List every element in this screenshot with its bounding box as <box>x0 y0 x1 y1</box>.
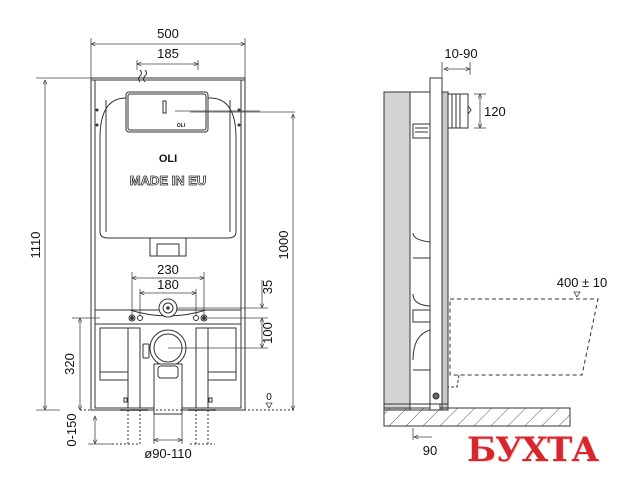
dim-bowl-height: 400 ± 10 <box>557 275 608 290</box>
side-view <box>383 77 599 427</box>
dim-drain-height: 320 <box>62 353 77 375</box>
dim-flush-window: 185 <box>157 46 179 61</box>
dim-drain-offset: 100 <box>260 322 275 344</box>
dim-tank-height: 1000 <box>276 231 291 260</box>
side-labels: 10-90 120 400 ± 10 90 <box>423 46 607 458</box>
brand-logo: OLI <box>159 153 177 165</box>
front-labels: 500 185 1110 320 1000 35 100 230 180 0-1… <box>28 26 291 461</box>
made-in-eu-label: MADE IN EU <box>130 173 207 188</box>
dim-bolt-outer: 230 <box>157 262 179 277</box>
dim-leg-adjust: 0-150 <box>64 413 79 446</box>
flush-plate-brand: OLI <box>177 123 186 129</box>
front-view <box>80 69 295 445</box>
dim-wall-gap: 10-90 <box>444 46 477 61</box>
dim-inlet-offset: 35 <box>260 280 275 294</box>
dim-overall-height: 1110 <box>28 232 43 259</box>
dim-bolt-inner: 180 <box>157 277 179 292</box>
dim-frame-width: 500 <box>157 26 179 41</box>
dim-flush-box-height: 120 <box>484 104 506 119</box>
dim-drain-diameter: ø90-110 <box>144 446 191 461</box>
floor-level-marker: 0 <box>266 392 272 403</box>
side-dimensions <box>412 62 581 440</box>
dim-floor-depth: 90 <box>423 443 437 458</box>
watermark-logo: БУХТА <box>467 430 599 470</box>
front-dimensions <box>36 38 295 444</box>
